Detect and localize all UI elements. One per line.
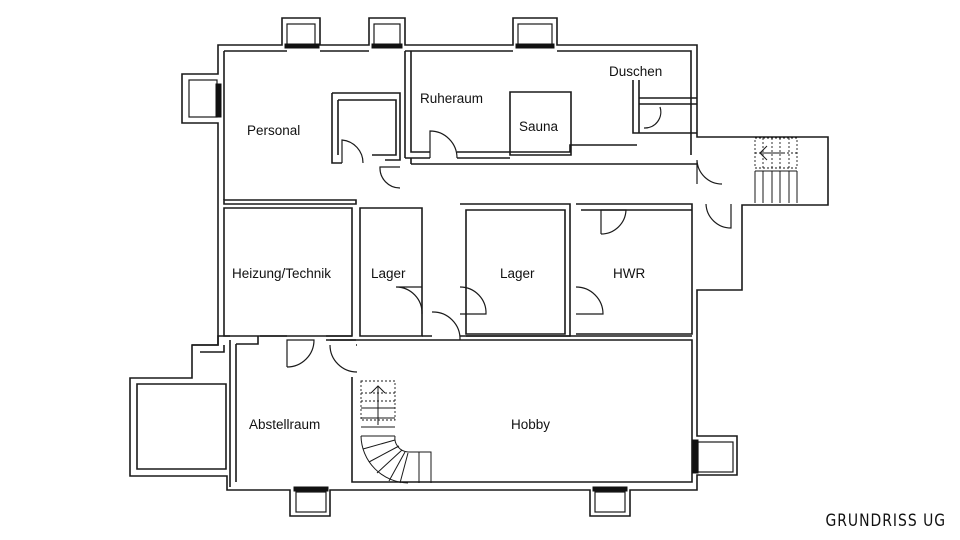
label-abstellraum: Abstellraum [249,417,320,432]
door-stair-corridor [705,203,732,229]
door-corridor-east [696,159,723,185]
room-labels: Personal Ruheraum Sauna Duschen Heizung/… [232,64,662,432]
doors [286,106,732,373]
door-personal [379,166,401,189]
door-lager1 [395,286,423,315]
label-lager-2: Lager [500,266,535,281]
label-duschen: Duschen [609,64,662,79]
windows [188,23,734,513]
label-heizung-technik: Heizung/Technik [232,266,331,281]
label-hwr: HWR [613,266,645,281]
outer-walls [129,17,829,517]
door-hobby [329,344,358,373]
door-hwr-west [575,286,604,315]
door-corridor-south [431,311,461,341]
door-lager2 [459,286,487,315]
interior-walls [136,51,697,487]
label-personal: Personal [247,123,300,138]
door-personal-closet [341,139,364,164]
stair-east [754,137,798,203]
label-sauna: Sauna [519,119,559,134]
stair-direction-arrow-left [759,145,784,161]
door-hwr [600,209,627,235]
label-lager-1: Lager [371,266,406,281]
label-ruheraum: Ruheraum [420,91,483,106]
label-hobby: Hobby [511,417,550,432]
door-ruheraum [429,130,458,159]
plan-title: GRUNDRISS UG [825,511,946,531]
stair-west [360,380,432,484]
stair-direction-arrow-up [370,385,386,425]
door-abstellraum [286,339,315,368]
door-duschen [643,106,662,129]
